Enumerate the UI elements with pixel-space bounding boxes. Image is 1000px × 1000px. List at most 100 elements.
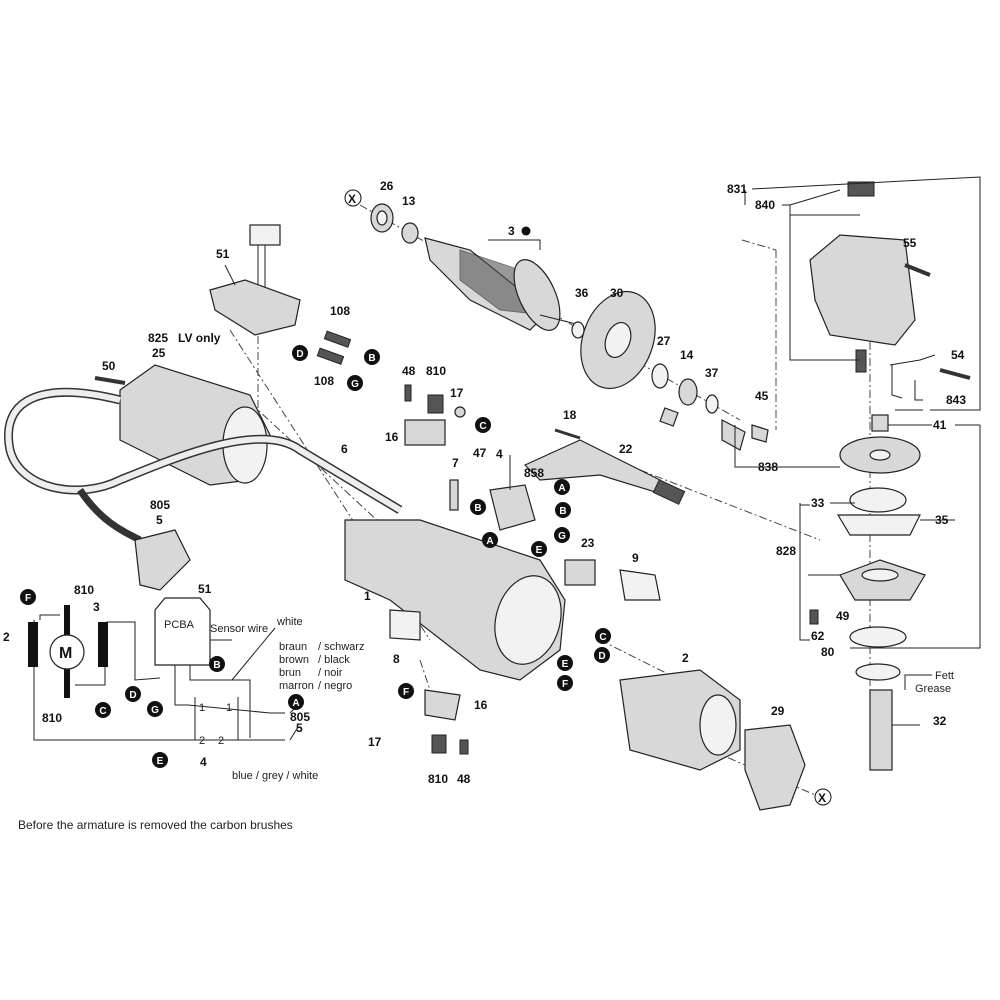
label-26: 26 <box>380 179 394 193</box>
svg-text:B: B <box>213 660 220 671</box>
connector-g: G <box>147 701 163 717</box>
o-ring-62 <box>849 626 907 648</box>
svg-text:F: F <box>25 593 31 604</box>
connector-badges: D B G C A B G E B A C D E F F <box>292 345 611 699</box>
field-coil-right <box>98 622 108 667</box>
label-51: 51 <box>198 582 212 596</box>
bearing-41 <box>871 414 889 432</box>
label-4: 4 <box>200 755 207 769</box>
label-9: 9 <box>632 551 639 565</box>
white-label: white <box>276 616 303 628</box>
label-lv-only: LV only <box>178 331 221 345</box>
connector-a: A <box>482 532 498 548</box>
label-54: 54 <box>951 348 965 362</box>
label-3: 3 <box>508 224 515 238</box>
label-838: 838 <box>758 460 778 474</box>
ring-27 <box>651 363 669 389</box>
svg-text:F: F <box>562 679 568 690</box>
label-7: 7 <box>452 456 459 470</box>
connector-e: E <box>557 655 573 671</box>
svg-text:B: B <box>474 503 481 514</box>
pcba-box <box>154 597 211 666</box>
label-51: 51 <box>216 247 230 261</box>
switch-4 <box>489 484 536 531</box>
part-23 <box>564 559 596 586</box>
label-17: 17 <box>368 735 382 749</box>
reference-x-top <box>344 189 362 207</box>
label-108: 108 <box>330 304 350 318</box>
svg-text:D: D <box>296 349 303 360</box>
label-840: 840 <box>755 198 775 212</box>
label-108: 108 <box>314 374 334 388</box>
svg-text:B: B <box>368 353 375 364</box>
connector-g: G <box>347 375 363 391</box>
label-825: 825 <box>148 331 168 345</box>
washer-37 <box>705 394 719 414</box>
screw-49 <box>809 609 819 625</box>
label-16: 16 <box>385 430 399 444</box>
svg-text:D: D <box>598 651 605 662</box>
label-80: 80 <box>821 645 835 659</box>
svg-text:C: C <box>99 706 106 717</box>
label-16: 16 <box>474 698 488 712</box>
connector-b: B <box>470 499 486 515</box>
reference-x-bottom <box>814 788 832 806</box>
label-858: 858 <box>524 466 544 480</box>
label-29: 29 <box>771 704 785 718</box>
connector-c: C <box>595 628 611 644</box>
svg-text:/ noir: / noir <box>318 667 343 679</box>
plate-9 <box>619 569 661 601</box>
svg-text:C: C <box>479 421 486 432</box>
svg-text:E: E <box>536 545 543 556</box>
switch-slide-22 <box>523 439 666 496</box>
part-labels: X 26 13 3 51 108 108 825 LV only 25 50 3… <box>102 179 966 806</box>
label-8: 8 <box>393 652 400 666</box>
svg-text:D: D <box>129 690 136 701</box>
label-6: 6 <box>341 442 348 456</box>
label-48: 48 <box>457 772 471 786</box>
label-831: 831 <box>727 182 747 196</box>
part-7 <box>449 479 459 511</box>
spring-17a <box>454 406 466 418</box>
leader-lines <box>224 176 981 726</box>
svg-text:brun: brun <box>279 667 301 679</box>
label-810: 810 <box>74 583 94 597</box>
sensor-108b <box>316 347 345 365</box>
label-5: 5 <box>296 721 303 735</box>
button-840 <box>847 181 875 197</box>
label-62: 62 <box>811 629 825 643</box>
brush-holder-16a <box>404 419 446 446</box>
svg-text:G: G <box>151 705 159 716</box>
label-828: 828 <box>776 544 796 558</box>
connector-f: F <box>20 589 36 605</box>
label-2: 2 <box>682 651 689 665</box>
wiring-schematic: M PCBA 810 3 2 810 51 Sensor wire white … <box>3 582 364 782</box>
svg-text:2: 2 <box>218 735 224 747</box>
washer-36 <box>571 321 585 339</box>
label-810: 810 <box>42 711 62 725</box>
svg-text:E: E <box>157 756 164 767</box>
svg-text:2: 2 <box>199 735 205 747</box>
label-2: 2 <box>3 630 10 644</box>
brush-holder-16b <box>424 689 461 721</box>
svg-text:brown: brown <box>279 654 309 666</box>
label-3: 3 <box>93 600 100 614</box>
wire-colors: braun/ schwarz brown/ black brun/ noir m… <box>279 641 364 692</box>
guard-29 <box>744 724 806 811</box>
parts <box>4 181 971 811</box>
label-18: 18 <box>563 408 577 422</box>
svg-text:braun: braun <box>279 641 307 653</box>
pcba-label: PCBA <box>164 619 195 631</box>
label-25: 25 <box>152 346 166 360</box>
key <box>659 407 679 427</box>
pcb-cap <box>249 224 281 246</box>
label-37: 37 <box>705 366 719 380</box>
brush-810a <box>427 394 444 414</box>
reference-x-bottom-label: X <box>818 791 826 805</box>
label-47: 47 <box>473 446 487 460</box>
motor-label: M <box>59 645 72 662</box>
label-23: 23 <box>581 536 595 550</box>
reference-x-top-label: X <box>348 192 356 206</box>
label-810: 810 <box>426 364 446 378</box>
